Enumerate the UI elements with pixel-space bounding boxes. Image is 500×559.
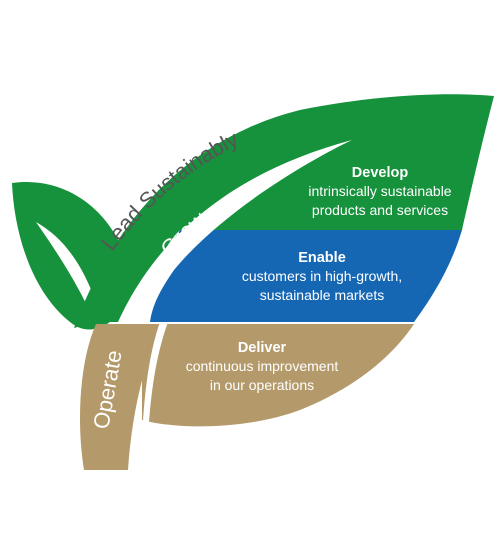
deliver-line1: continuous improvement (186, 358, 339, 374)
enable-title: Enable (298, 250, 346, 266)
deliver-title: Deliver (238, 340, 287, 356)
operate-stem (80, 324, 162, 470)
deliver-band (142, 324, 414, 427)
stem-divider (142, 322, 168, 440)
enable-band (146, 230, 462, 322)
white-swoosh (118, 140, 352, 322)
develop-band (74, 94, 494, 328)
develop-line2: products and services (312, 202, 448, 218)
enable-line1: customers in high-growth, (242, 268, 402, 284)
small-leaf-vein (36, 222, 98, 316)
develop-title: Develop (352, 165, 409, 181)
deliver-line2: in our operations (210, 377, 314, 393)
enable-line2: sustainable markets (260, 287, 385, 303)
develop-line1: intrinsically sustainable (308, 183, 451, 199)
